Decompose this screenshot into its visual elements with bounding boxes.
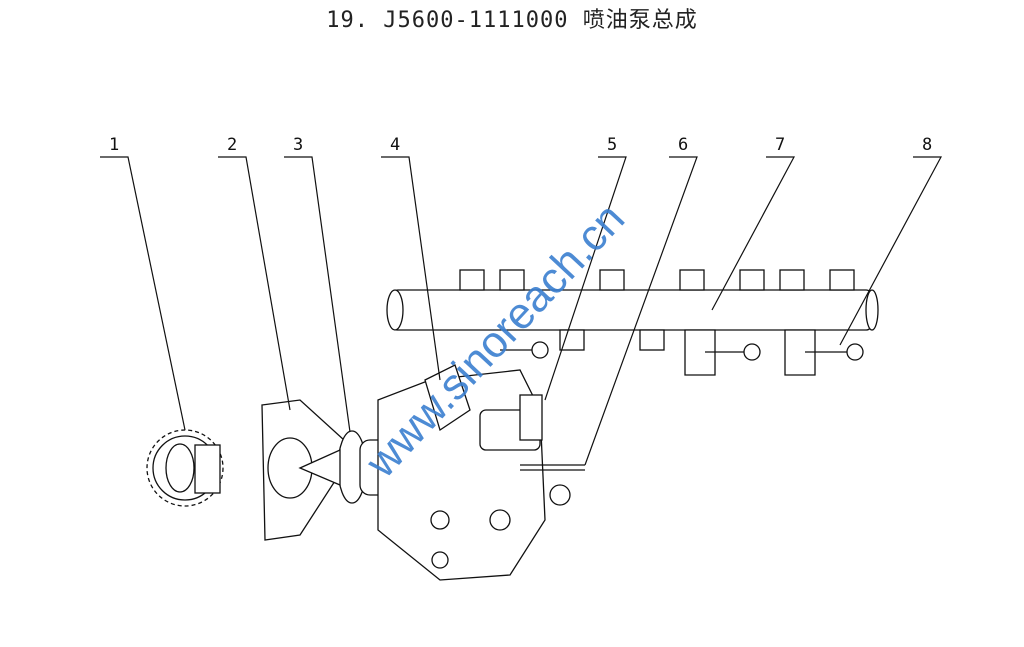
leader-line: [711, 156, 796, 311]
part-bolts: [500, 341, 864, 361]
leader-line: [100, 156, 186, 431]
callout-label-1: 1: [109, 135, 119, 155]
rail-boss: [829, 269, 855, 291]
callout-label-8: 8: [922, 135, 932, 155]
callout-label-6: 6: [678, 135, 688, 155]
rail-boss: [779, 269, 805, 291]
rail-boss: [639, 329, 665, 351]
diagram-title: 19. J5600-1111000 喷油泵总成: [326, 8, 698, 33]
leader-line: [584, 156, 698, 466]
rail-boss: [499, 269, 525, 291]
rail-boss: [679, 269, 705, 291]
callout-label-5: 5: [607, 135, 617, 155]
callout-label-7: 7: [775, 135, 785, 155]
part-fuel-rail: [386, 269, 879, 376]
part-gear: [146, 429, 224, 507]
rail-boss: [459, 269, 485, 291]
leader-line: [218, 156, 291, 411]
callout-label-3: 3: [293, 135, 303, 155]
leader-line: [544, 156, 627, 401]
leader-line: [381, 156, 441, 381]
part-injection-pump: [298, 364, 585, 581]
leader-line: [284, 156, 351, 433]
rail-boss: [599, 269, 625, 291]
callout-label-2: 2: [227, 135, 237, 155]
rail-boss: [739, 269, 765, 291]
leader-line: [839, 156, 943, 346]
callout-label-4: 4: [390, 135, 400, 155]
rail-boss: [559, 329, 585, 351]
